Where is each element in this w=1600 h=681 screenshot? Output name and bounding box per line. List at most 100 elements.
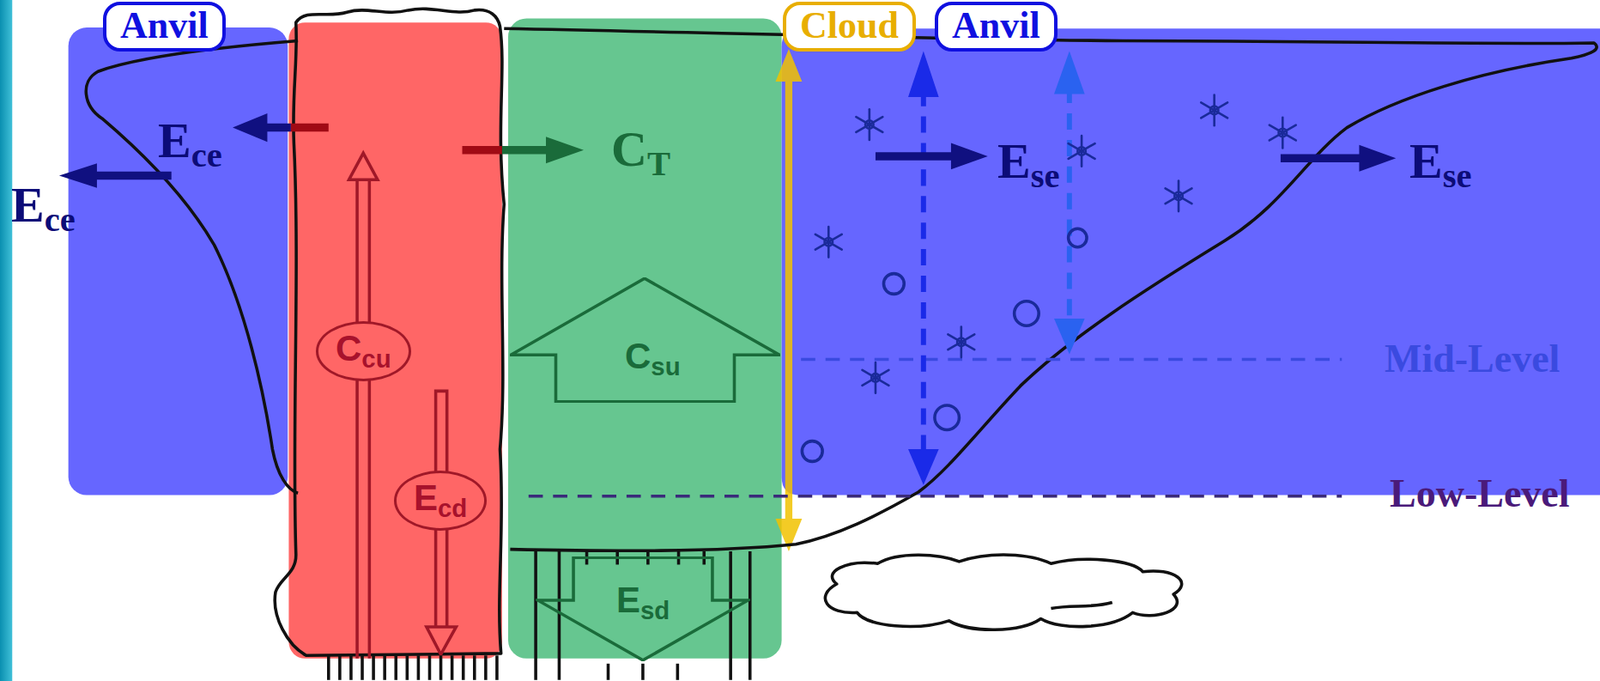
fall-arrow [908, 50, 1085, 485]
arrow-head [908, 50, 940, 97]
arrow-shaft [875, 151, 955, 161]
anvil-tag: Anvil [103, 1, 226, 52]
snowflake-arm [1068, 143, 1096, 159]
droplet [1014, 301, 1040, 327]
arrow-shaft [1066, 86, 1073, 325]
arrow-head [59, 163, 97, 188]
rain-line [472, 654, 477, 680]
flux-label: CT [611, 124, 671, 182]
region-name: Cloud [800, 6, 899, 45]
rain-line [439, 654, 443, 680]
snowflake-arm [815, 234, 843, 250]
snowflake [1269, 117, 1297, 149]
rain-line [484, 654, 488, 680]
arrow-shaft [1280, 154, 1363, 164]
rain-line [676, 663, 680, 680]
rain-line [450, 654, 455, 680]
rain-line [557, 551, 562, 680]
mesoscale-updraft-arrow: Csu [509, 277, 781, 403]
rain-line [360, 654, 364, 680]
flux-label: Ece [11, 180, 76, 238]
snowflake-core [1278, 128, 1288, 138]
rain-line [641, 663, 645, 680]
arrow-shaft [462, 145, 503, 155]
snowflake-core [865, 120, 874, 129]
arrow-shaft [921, 90, 927, 455]
cloud-arrow [775, 48, 802, 552]
snowflake-arm [855, 116, 883, 133]
mesoscale-downdraft-arrow: Esd [535, 556, 751, 661]
convective-region [288, 22, 502, 659]
arrow-head [1054, 50, 1085, 94]
arrow-head [545, 136, 584, 164]
downdraft-ellipse: Ecd [393, 470, 487, 531]
rain-line [428, 654, 432, 680]
flux-label: Ece [157, 115, 223, 174]
snowflake-arm [947, 333, 975, 350]
snowflake-arm [1165, 187, 1193, 204]
arrow-shaft [502, 145, 552, 155]
arrow-shaft [290, 123, 329, 133]
arrow-head [349, 152, 378, 180]
arrow-head [1054, 318, 1085, 355]
snowflake [947, 326, 975, 358]
snowflake-arm [862, 369, 890, 386]
arrow-head [426, 626, 456, 655]
arrow-shaft [368, 179, 372, 659]
convective-outline [274, 8, 504, 655]
snowflake-arm [862, 369, 890, 386]
rain-line [349, 654, 353, 680]
flux-symbol: Ccu [335, 330, 392, 372]
snowflake-core [871, 373, 880, 382]
arrow-head [775, 48, 802, 82]
arrow-head [951, 142, 988, 170]
rain-line [606, 663, 611, 680]
edge-strip [0, 0, 13, 681]
flux-label: Ese [1409, 136, 1473, 194]
rain-line [495, 654, 499, 680]
droplet [883, 273, 904, 295]
arrow-shaft [91, 171, 172, 181]
droplet [934, 405, 960, 431]
precipitation [328, 95, 1297, 680]
cloud-outline [85, 8, 1597, 655]
rain-line [417, 654, 421, 680]
rain-line [393, 654, 398, 680]
snowflake [1165, 180, 1193, 212]
mid-level-line [800, 357, 1342, 362]
snowflake-core [1174, 192, 1183, 201]
flux-symbol: Ecd [413, 479, 467, 522]
snowflake-core [957, 338, 966, 347]
anvil-outline [503, 28, 1597, 551]
block-arrow [510, 278, 780, 402]
snowflake-arm [1068, 143, 1096, 159]
rain-line [533, 551, 538, 680]
snowflake-arm [947, 333, 975, 350]
rain-line [748, 551, 752, 680]
flux-symbol: Esd [616, 581, 670, 624]
flux-symbol: Csu [624, 338, 681, 380]
small-cloud [824, 554, 1182, 630]
updraft-ellipse: Ccu [315, 321, 412, 382]
snowflake-arm [815, 234, 843, 250]
snowflake-arm [1200, 102, 1228, 118]
rain-line [338, 654, 342, 680]
anvil-region [68, 27, 289, 496]
snowflake-arm [1269, 125, 1297, 141]
small-cloud [1050, 601, 1112, 608]
arrow-head [1358, 145, 1396, 172]
flux-arrow [59, 113, 1396, 188]
arrow-shaft [355, 179, 359, 659]
anvil-tag: Anvil [934, 1, 1058, 52]
arrow-head [232, 113, 267, 142]
snowflake [1068, 135, 1096, 167]
cloud-tag: Cloud [782, 1, 916, 52]
snowflake [1200, 95, 1228, 127]
snowflake-core [1210, 106, 1219, 116]
snowflake [862, 362, 890, 394]
region-name: Anvil [120, 6, 209, 45]
rain-line [371, 654, 376, 680]
block-arrow [537, 557, 748, 661]
